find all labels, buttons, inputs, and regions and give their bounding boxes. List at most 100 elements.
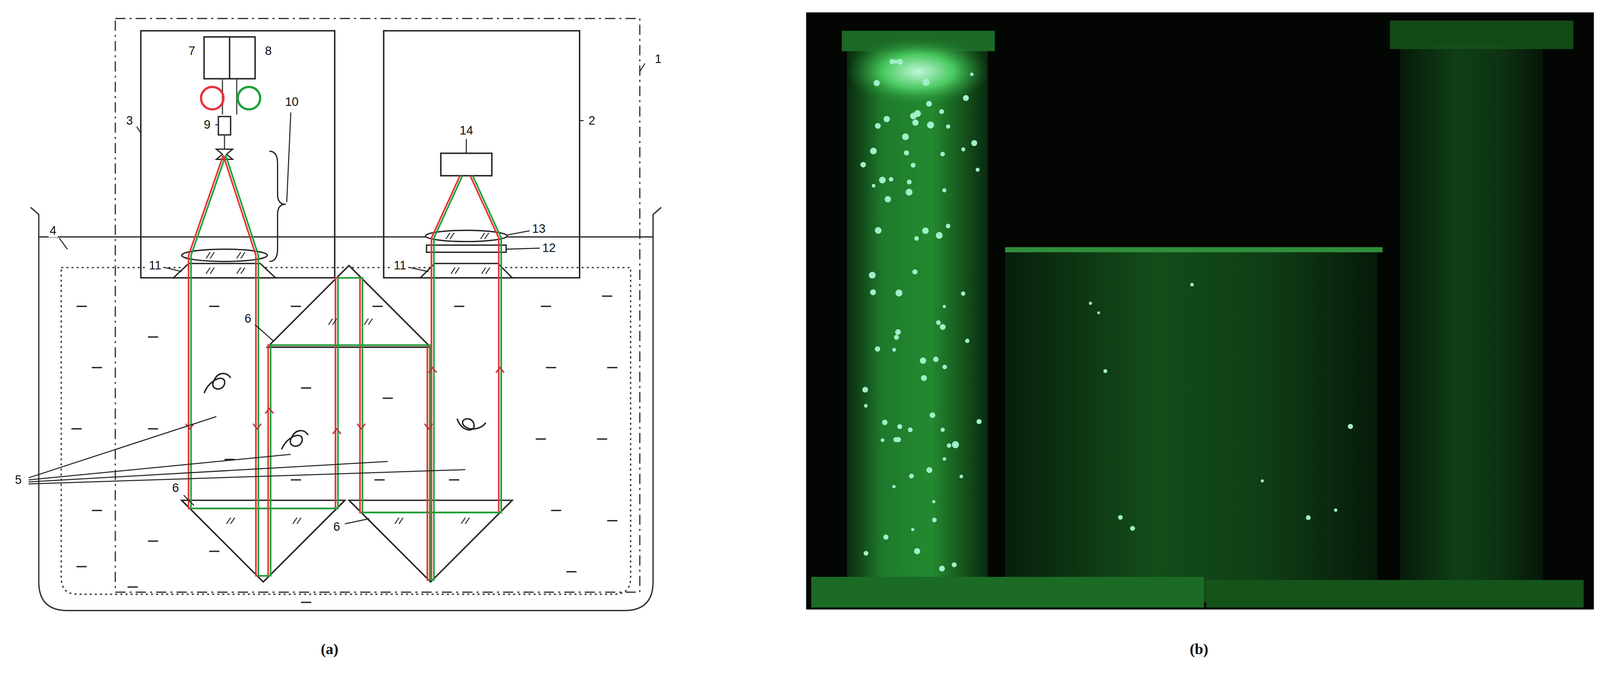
particle-dot — [938, 565, 945, 572]
particle-dot — [942, 188, 947, 193]
particle-dot — [921, 227, 929, 235]
particle-dot — [933, 356, 939, 362]
panel-label: (a) — [319, 640, 340, 658]
particle-dot — [907, 427, 913, 432]
particle-dot — [942, 456, 947, 461]
prism — [181, 265, 513, 582]
beam-arrow — [495, 367, 504, 373]
beam-arrow — [357, 423, 366, 429]
callout-number: 6 — [331, 520, 342, 533]
particle-dot — [939, 108, 945, 114]
fiber-loop — [201, 87, 224, 110]
particle-dot — [880, 438, 885, 442]
particle-dot — [908, 473, 914, 479]
particle-dot — [922, 78, 930, 86]
photograph — [806, 12, 1595, 610]
particle-dot — [906, 179, 912, 185]
laser-beams — [185, 155, 505, 580]
particle-dot — [926, 467, 933, 474]
red-beam — [188, 155, 499, 513]
particle-dot — [883, 534, 889, 540]
callout-number: 11 — [147, 259, 163, 272]
particle-dot — [926, 121, 935, 129]
particle-dot — [875, 226, 882, 234]
particle-dot — [1097, 311, 1101, 315]
particle-dot — [970, 72, 974, 77]
particle-dot — [1089, 301, 1093, 305]
beam-arrow — [253, 423, 262, 429]
particle-dot — [1260, 479, 1265, 483]
callout-number: 7 — [187, 44, 197, 58]
particle-dot — [1118, 515, 1123, 520]
particle-dot — [935, 231, 943, 239]
particle-dot — [875, 122, 881, 129]
particle-dot — [913, 548, 921, 555]
particle-dot — [883, 115, 890, 122]
particle-dot — [1103, 368, 1108, 373]
callout-number: 4 — [48, 224, 58, 237]
particle-dot — [863, 550, 869, 556]
particle-dot — [940, 151, 945, 157]
particle-dot — [914, 236, 919, 241]
particle-dot — [951, 440, 960, 449]
particle-dot — [1306, 515, 1311, 520]
particle-dot — [895, 329, 901, 336]
particle-dot — [1190, 282, 1194, 287]
fiber-loop — [237, 87, 260, 110]
lasers — [204, 37, 256, 80]
particle-dot — [875, 346, 881, 352]
particle-dot — [870, 147, 877, 155]
particle-dot — [942, 364, 947, 369]
particle-dot — [921, 375, 927, 382]
leader-line — [28, 63, 646, 524]
bracket — [269, 150, 286, 262]
particle-dot — [1347, 423, 1353, 430]
callout-number: 8 — [263, 44, 273, 58]
green-beam — [191, 155, 502, 513]
particle-dot — [884, 196, 892, 203]
particle-dot — [870, 289, 876, 295]
camera — [440, 153, 492, 176]
particle-dot — [896, 58, 903, 65]
particle-dot — [862, 386, 869, 393]
particle-dot — [860, 162, 866, 168]
callout-number: 11 — [392, 259, 408, 272]
water-marks — [71, 296, 618, 603]
particle-dot — [1334, 508, 1338, 512]
particle-dot — [919, 357, 926, 364]
coupler — [218, 116, 231, 135]
particle-dot — [965, 338, 970, 344]
particle-dot — [888, 176, 894, 182]
particle-dot — [929, 412, 936, 419]
beam-arrow — [424, 423, 433, 429]
particle-dot — [971, 140, 977, 147]
particle-dot — [932, 517, 938, 523]
particle-dot — [963, 95, 969, 101]
frame — [115, 18, 640, 592]
callout-number: 14 — [458, 124, 475, 137]
particle-dot — [911, 527, 915, 532]
receiver-housing — [383, 30, 580, 278]
particle-dot — [892, 347, 897, 352]
particle-dot — [940, 427, 945, 432]
particle-dot — [932, 499, 936, 503]
particle-dot — [942, 305, 947, 309]
callout-number: 10 — [283, 95, 300, 109]
beam-arrow — [428, 367, 437, 373]
callout-number: 9 — [202, 118, 212, 131]
particle-dot — [946, 124, 951, 129]
callout-number: 1 — [653, 52, 663, 66]
particle-dot — [910, 162, 916, 168]
particle-dot — [946, 443, 952, 448]
particle-dot — [976, 418, 982, 424]
particle-dot — [895, 289, 903, 297]
callout-number: 3 — [125, 113, 135, 127]
particle-dot — [951, 562, 957, 568]
particle-dot — [960, 291, 966, 296]
particle-dot — [893, 334, 899, 340]
particle-dot — [905, 188, 913, 196]
callout-number: 12 — [540, 241, 558, 255]
particle-dot — [893, 436, 899, 443]
particle-dot — [936, 320, 941, 325]
